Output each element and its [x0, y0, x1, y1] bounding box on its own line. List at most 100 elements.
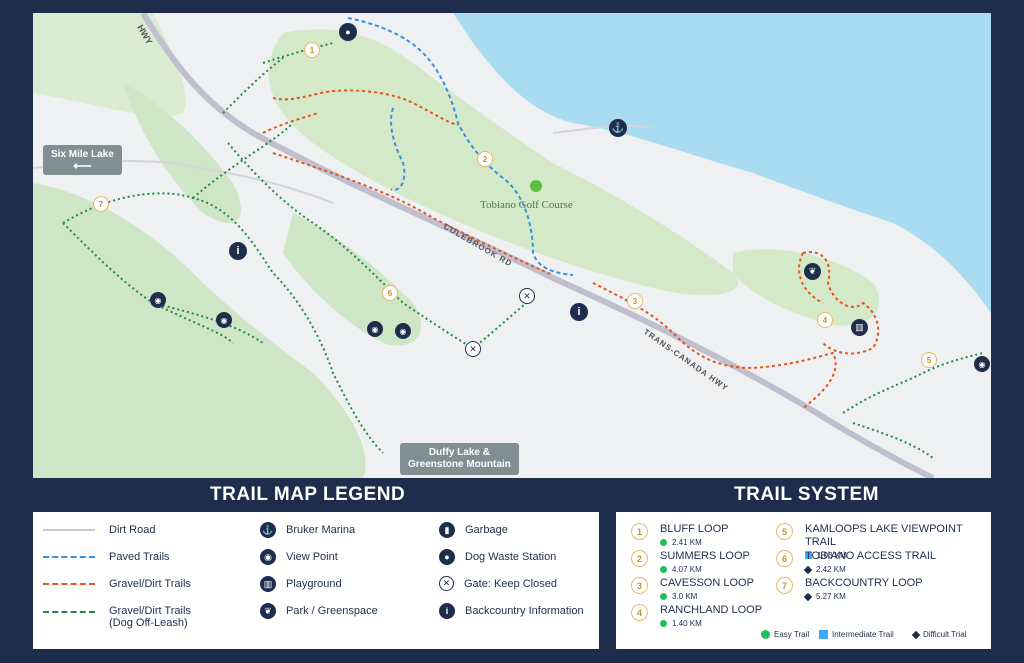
trail-distance: 3.0 KM [660, 592, 754, 601]
trail-number: 6 [776, 550, 793, 567]
trail-marker-4[interactable]: 4 [817, 312, 833, 328]
trash-icon: ▮ [439, 522, 455, 538]
legend-label: View Point [286, 551, 338, 563]
duffy-lake-label: Duffy Lake & Greenstone Mountain [400, 443, 519, 475]
gravel-trail-cavesson [592, 282, 837, 409]
trail-number: 3 [631, 577, 648, 594]
legend-park: ❦ Park / Greenspace [260, 603, 378, 619]
hill-green-2 [33, 13, 186, 116]
trail-distance-value: 1.03 KM [817, 551, 847, 560]
key-intermediate: Intermediate Trail [819, 630, 894, 639]
difficult-icon [803, 565, 813, 574]
legend-gate: ✕ Gate: Keep Closed [439, 576, 557, 591]
trail-distance-value: 2.41 KM [672, 538, 702, 547]
trail-marker-3[interactable]: 3 [627, 293, 643, 309]
info-icon[interactable]: i [229, 242, 247, 260]
playground-icon[interactable]: ▥ [851, 319, 868, 336]
hill-green-3 [123, 83, 242, 223]
anchor-icon[interactable]: ⚓ [609, 119, 627, 137]
trail-number: 4 [631, 604, 648, 621]
difficult-icon [911, 630, 921, 639]
trail-item[interactable]: 4 RANCHLAND LOOP 1.40 KM [631, 604, 762, 628]
trail-distance-value: 3.0 KM [672, 592, 698, 601]
paw-icon: ● [439, 549, 455, 565]
trail-name: TOBIANO ACCESS TRAIL [805, 550, 937, 562]
trail-distance: 1.40 KM [660, 619, 762, 628]
legend-sublabel: (Dog Off-Leash) [109, 617, 188, 629]
camera-icon[interactable]: ◉ [395, 323, 411, 339]
trail-name: BACKCOUNTRY LOOP [805, 577, 923, 589]
trail-map[interactable]: HWY COLEBROOK RD TRANS-CANADA HWY Tobian… [33, 13, 991, 478]
legend-marina: ⚓Bruker Marina [260, 522, 355, 538]
trail-number: 2 [631, 550, 648, 567]
playground-icon: ▥ [260, 576, 276, 592]
camera-icon[interactable]: ◉ [150, 292, 166, 308]
greenstone-text: Greenstone Mountain [408, 459, 511, 470]
trail-distance: 5.27 KM [803, 592, 923, 601]
camera-icon[interactable]: ◉ [367, 321, 383, 337]
trail-name: SUMMERS LOOP [660, 550, 750, 562]
difficult-icon [803, 592, 813, 601]
trail-number: 1 [631, 523, 648, 540]
trail-marker-7[interactable]: 7 [93, 196, 109, 212]
trail-name: RANCHLAND LOOP [660, 604, 763, 616]
trail-marker-1[interactable]: 1 [304, 42, 320, 58]
trail-marker-5[interactable]: 5 [921, 352, 937, 368]
trail-marker-2[interactable]: 2 [477, 151, 493, 167]
trail-system-panel: 1 BLUFF LOOP 2.41 KM 2 SUMMERS LOOP 4.07… [616, 512, 991, 649]
map-canvas: HWY COLEBROOK RD TRANS-CANADA HWY Tobian… [33, 13, 991, 478]
camera-icon[interactable]: ◉ [974, 356, 990, 372]
trans-canada-hwy [140, 13, 935, 478]
offleash-trail-tobiano [222, 42, 534, 350]
trail-item[interactable]: 1 BLUFF LOOP 2.41 KM [631, 523, 728, 547]
camera-icon: ◉ [260, 549, 276, 565]
info-icon[interactable]: i [570, 303, 588, 321]
trail-distance: 2.42 KM [803, 565, 936, 574]
golf-icon [530, 180, 542, 192]
legend-label: Backcountry Information [465, 605, 584, 617]
intermediate-icon [805, 552, 812, 559]
trail-distance-value: 1.40 KM [672, 619, 702, 628]
trail-distance: 2.41 KM [660, 538, 728, 547]
trail-item[interactable]: 3 CAVESSON LOOP 3.0 KM [631, 577, 754, 601]
camera-icon[interactable]: ◉ [216, 312, 232, 328]
legend-label: Dirt Road [109, 524, 156, 536]
gate-icon: ✕ [439, 576, 454, 591]
legend-panel: Dirt Road Paved Trails Gravel/Dirt Trail… [33, 512, 599, 649]
trail-distance: 4.07 KM [660, 565, 750, 574]
intermediate-icon [819, 630, 828, 639]
legend-label: Dog Waste Station [465, 551, 557, 563]
leaf-icon: ❦ [260, 603, 276, 619]
key-difficult-label: Difficult Trial [923, 630, 967, 639]
legend-label: Gravel/Dirt Trails [109, 578, 191, 590]
trail-item[interactable]: 2 SUMMERS LOOP 4.07 KM [631, 550, 750, 574]
trail-item[interactable]: 6 TOBIANO ACCESS TRAIL 2.42 KM [776, 550, 936, 574]
legend-label: Park / Greenspace [286, 605, 378, 617]
trail-distance: 1.03 KM [805, 551, 991, 560]
easy-icon [660, 566, 667, 573]
paved-swatch [43, 556, 95, 558]
offleash-swatch [43, 611, 95, 613]
trail-name: CAVESSON LOOP [660, 577, 754, 589]
easy-icon [660, 539, 667, 546]
leaf-icon[interactable]: ❦ [804, 263, 821, 280]
ranch-green [733, 249, 880, 326]
backcountry-green [33, 183, 366, 478]
easy-icon [660, 593, 667, 600]
trail-item[interactable]: 7 BACKCOUNTRY LOOP 5.27 KM [776, 577, 923, 601]
paw-icon[interactable]: ● [339, 23, 357, 41]
trail-item[interactable]: 5 KAMLOOPS LAKE VIEWPOINT TRAIL 1.03 KM [776, 523, 991, 560]
legend-offleash-text: Gravel/Dirt Trails (Dog Off-Leash) [109, 605, 191, 629]
arrow-left-icon: ⟵ [73, 158, 92, 173]
legend-label: Bruker Marina [286, 524, 356, 536]
gate-icon[interactable]: ✕ [465, 341, 481, 357]
key-easy-label: Easy Trail [774, 630, 810, 639]
legend-title: TRAIL MAP LEGEND [210, 484, 406, 505]
paved-trail [347, 17, 574, 276]
six-mile-lake-label: Six Mile Lake ⟵ [43, 145, 122, 175]
gate-icon[interactable]: ✕ [519, 288, 535, 304]
legend-playground: ▥Playground [260, 576, 342, 592]
legend-label: Gate: Keep Closed [464, 577, 557, 590]
trail-marker-6[interactable]: 6 [382, 285, 398, 301]
six-mile-lake-text: Six Mile Lake [51, 149, 114, 160]
